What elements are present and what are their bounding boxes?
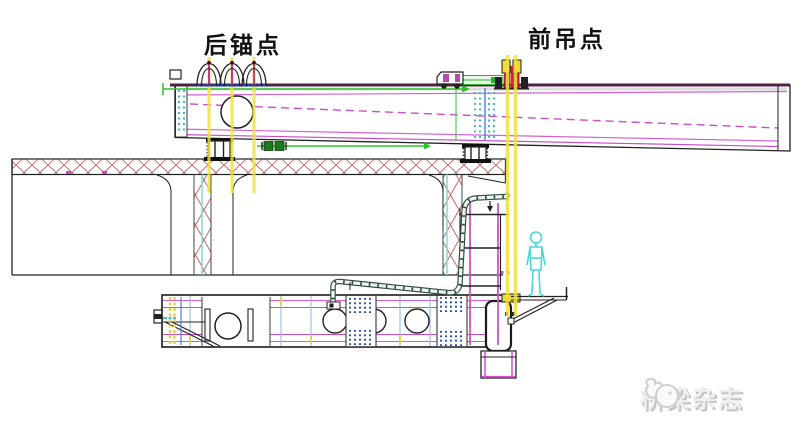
worker-figure bbox=[526, 231, 546, 297]
bridge-deck-section bbox=[11, 158, 507, 276]
manhole bbox=[322, 308, 348, 334]
front-lift-label: 前吊点 bbox=[528, 26, 606, 52]
direction-arrow bbox=[162, 83, 470, 95]
end-tab bbox=[169, 69, 182, 80]
girder-manhole bbox=[220, 95, 254, 129]
rebar-mark bbox=[66, 171, 71, 174]
rear-anchor-label: 后锚点 bbox=[204, 32, 282, 58]
magazine-logo-icon bbox=[645, 377, 682, 408]
steel-box-girder bbox=[162, 69, 791, 152]
bolted-splice bbox=[436, 296, 468, 347]
lower-lifting-beam bbox=[153, 294, 504, 348]
strand-hose bbox=[326, 192, 510, 310]
girder-web-splice bbox=[455, 86, 495, 140]
bolted-splice bbox=[345, 296, 377, 347]
winch-trolley bbox=[436, 71, 504, 89]
front-hanger-block bbox=[480, 287, 568, 379]
front-lift-lines bbox=[505, 55, 518, 316]
manhole bbox=[404, 308, 430, 334]
watermark: 桥梁杂志 bbox=[640, 372, 800, 420]
support-jack bbox=[460, 144, 491, 163]
rear-anchor-assembly bbox=[196, 60, 267, 87]
tie-line bbox=[257, 141, 431, 151]
rebar-mark bbox=[102, 171, 107, 174]
manhole bbox=[214, 312, 242, 340]
turnbuckle bbox=[263, 141, 274, 151]
